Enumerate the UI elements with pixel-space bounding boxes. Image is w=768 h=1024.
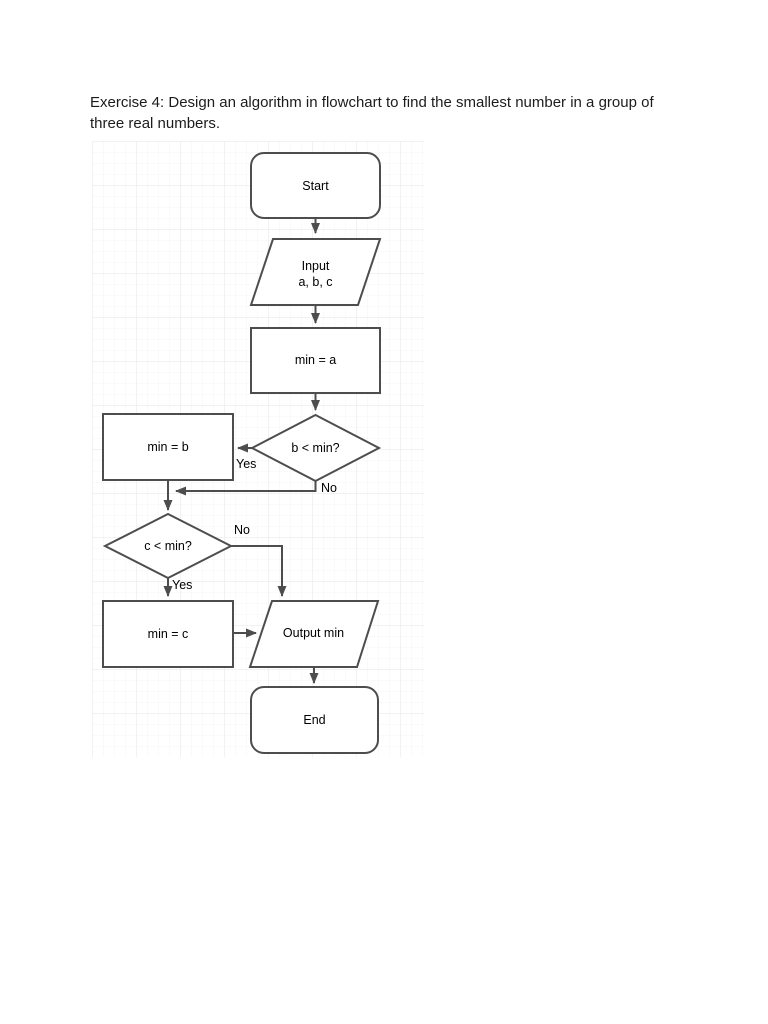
min-b-node (102, 413, 234, 481)
edge-label-decision-c-no: No (234, 523, 250, 537)
end-node-label: End (303, 713, 325, 727)
output-node (248, 600, 380, 668)
exercise-title: Exercise 4: Design an algorithm in flowc… (90, 92, 710, 134)
input-node-label-line1: Input (302, 259, 330, 273)
edge-label-decision-b-no: No (321, 481, 337, 495)
start-node-label: Start (302, 179, 329, 193)
min-c-node-label: min = c (148, 627, 189, 641)
edge-label-decision-c-yes: Yes (172, 578, 192, 592)
input-node-label-line2: a, b, c (298, 275, 332, 289)
exercise-title-line1: Exercise 4: Design an algorithm in flowc… (90, 94, 654, 111)
input-node (249, 238, 382, 306)
decision-b-node (249, 413, 382, 483)
exercise-title-line2: three real numbers. (90, 115, 221, 132)
decision-c-node (102, 512, 234, 580)
min-a-node-label: min = a (295, 353, 336, 367)
edge-label-decision-b-yes: Yes (236, 457, 256, 471)
decision-b-node-label: b < min? (291, 441, 339, 455)
min-a-node (250, 327, 381, 394)
min-c-node (102, 600, 234, 668)
min-b-node-label: min = b (147, 440, 188, 454)
edge-decision-b-no (175, 481, 317, 496)
decision-c-node-label: c < min? (144, 539, 192, 553)
edge-decision-c-no-to-output (231, 545, 287, 597)
start-node (250, 152, 381, 219)
end-node (250, 686, 379, 754)
output-node-label: Output min (283, 626, 344, 640)
